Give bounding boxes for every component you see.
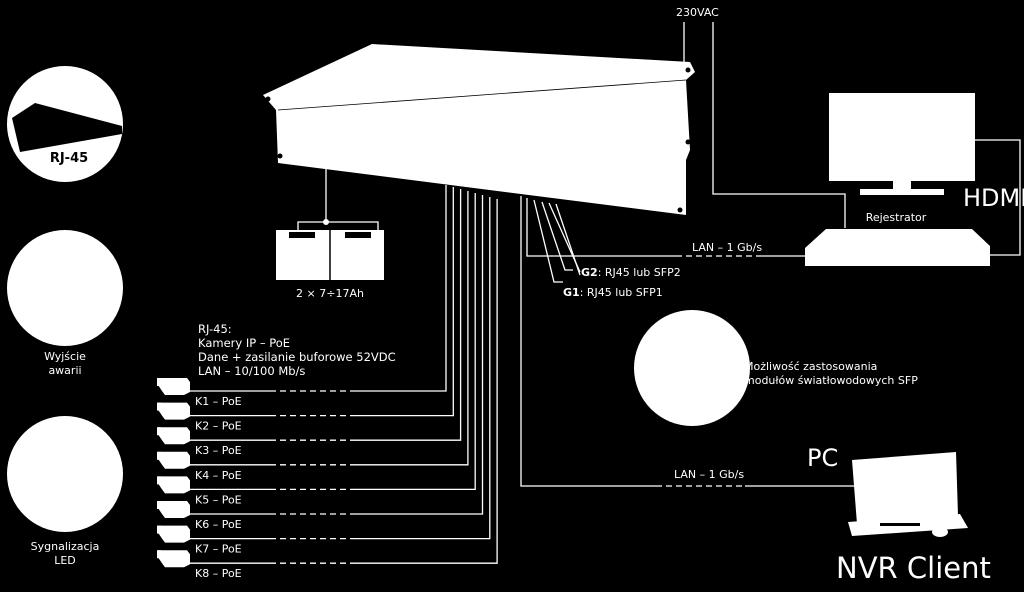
failure-output-label-1: Wyjście [44, 350, 86, 363]
camera-icon [157, 378, 190, 395]
camera-icon [157, 525, 190, 543]
camera-label: K5 – PoE [195, 493, 242, 506]
ports-info-3: Dane + zasilanie buforowe 52VDC [198, 350, 396, 364]
pc-label: PC [807, 444, 838, 472]
battery-pack [276, 163, 384, 280]
sfp-note-2: modułów światłowodowych SFP [744, 374, 918, 387]
camera-label: K6 – PoE [195, 518, 242, 531]
ports-info-2: Kamery IP – PoE [198, 336, 290, 350]
rj45-connector-circle: RJ-45 [7, 66, 123, 182]
camera-cable-riser [355, 189, 462, 441]
camera-icon [157, 451, 190, 469]
ports-info-1: RJ-45: [198, 322, 232, 336]
power-cable-recorder [712, 22, 846, 228]
camera-icon [157, 550, 190, 568]
nvr-client-label: NVR Client [836, 551, 991, 585]
hdmi-cable [975, 139, 1021, 256]
g2-text: : RJ45 lub SFP2 [598, 266, 681, 279]
g1-label: G1: RJ45 lub SFP1 [563, 286, 663, 299]
sfp-module-circle [634, 310, 750, 426]
sfp-note-1: Możliwość zastosowania [744, 360, 877, 373]
uplink-lines [533, 199, 581, 283]
camera-label: K8 – PoE [195, 567, 242, 580]
hdmi-label: HDMI [963, 184, 1024, 212]
failure-output-circle [7, 230, 123, 346]
camera-cable-riser [355, 191, 469, 466]
camera-label: K1 – PoE [195, 395, 242, 408]
rack-device [263, 44, 695, 215]
camera-cable-riser [355, 187, 454, 417]
power-label: 230VAC [676, 6, 719, 19]
camera-cable-riser [355, 199, 498, 564]
ports-info-4: LAN – 10/100 Mb/s [198, 364, 305, 378]
g2-prefix: G2 [581, 266, 598, 279]
failure-output-label-2: awarii [48, 364, 81, 377]
g2-label: G2: RJ45 lub SFP2 [581, 266, 681, 279]
recorder-device [805, 229, 990, 266]
pc-lan-cable [520, 196, 656, 487]
camera-label: K7 – PoE [195, 543, 242, 556]
camera-icon [157, 501, 190, 518]
recorder-label: Rejestrator [866, 211, 927, 224]
camera-list: K1 – PoE K2 – PoE K3 – PoE K4 – PoE K5 – PoE… [157, 185, 498, 580]
camera-label: K3 – PoE [195, 444, 242, 457]
led-signal-label-1: Sygnalizacja [31, 540, 100, 553]
camera-icon [157, 402, 190, 420]
led-signal-label-2: LED [54, 554, 76, 567]
camera-label: K2 – PoE [195, 420, 242, 433]
pc-workstation [848, 452, 968, 537]
rj45-label: RJ-45 [50, 151, 88, 166]
pc-lan-label: LAN – 1 Gb/s [674, 468, 744, 481]
recorder-lan-cable [526, 198, 676, 257]
camera-label: K4 – PoE [195, 469, 242, 482]
camera-icon [157, 476, 190, 494]
camera-icon [157, 427, 190, 445]
camera-cable-riser [355, 195, 484, 515]
camera-cable-riser [355, 185, 447, 392]
recorder-lan-label: LAN – 1 Gb/s [692, 241, 762, 254]
g1-text: : RJ45 lub SFP1 [580, 286, 663, 299]
g1-prefix: G1 [563, 286, 580, 299]
led-signal-circle [7, 416, 123, 532]
camera-cable-riser [355, 197, 491, 540]
monitor [829, 93, 975, 195]
battery-label: 2 × 7÷17Ah [296, 287, 364, 300]
camera-cable-riser [355, 193, 476, 491]
